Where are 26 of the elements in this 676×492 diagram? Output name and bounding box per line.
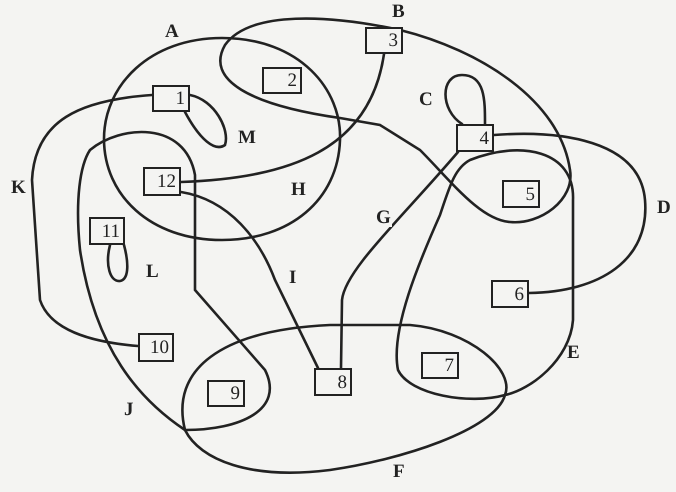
vertex-box: 7 [421, 352, 459, 379]
loop-line [184, 94, 228, 148]
vertex-box: 10 [138, 333, 174, 362]
loop-line [106, 244, 129, 282]
curve-label: A [165, 22, 179, 41]
curve-label: F [393, 462, 405, 481]
connecting-line [180, 52, 386, 184]
connecting-line [492, 132, 646, 294]
curve-label: B [392, 2, 405, 21]
vertex-box: 12 [143, 167, 181, 196]
vertex-box: 5 [502, 180, 540, 208]
connecting-line [180, 190, 320, 370]
vertex-box: 2 [262, 67, 302, 94]
connecting-line [340, 150, 460, 370]
vertex-box: 9 [207, 380, 245, 407]
curve-label: J [124, 400, 134, 419]
vertex-box: 8 [314, 368, 352, 396]
vertex-box: 6 [491, 280, 529, 308]
curve-label: E [567, 343, 580, 362]
vertex-box: 4 [456, 124, 494, 152]
loop-line [444, 74, 486, 126]
vertex-box: 1 [152, 85, 190, 112]
edge-label: G [375, 208, 392, 227]
connecting-line [30, 94, 154, 348]
vertex-box: 3 [365, 27, 403, 54]
vertex-box: 11 [89, 217, 125, 245]
